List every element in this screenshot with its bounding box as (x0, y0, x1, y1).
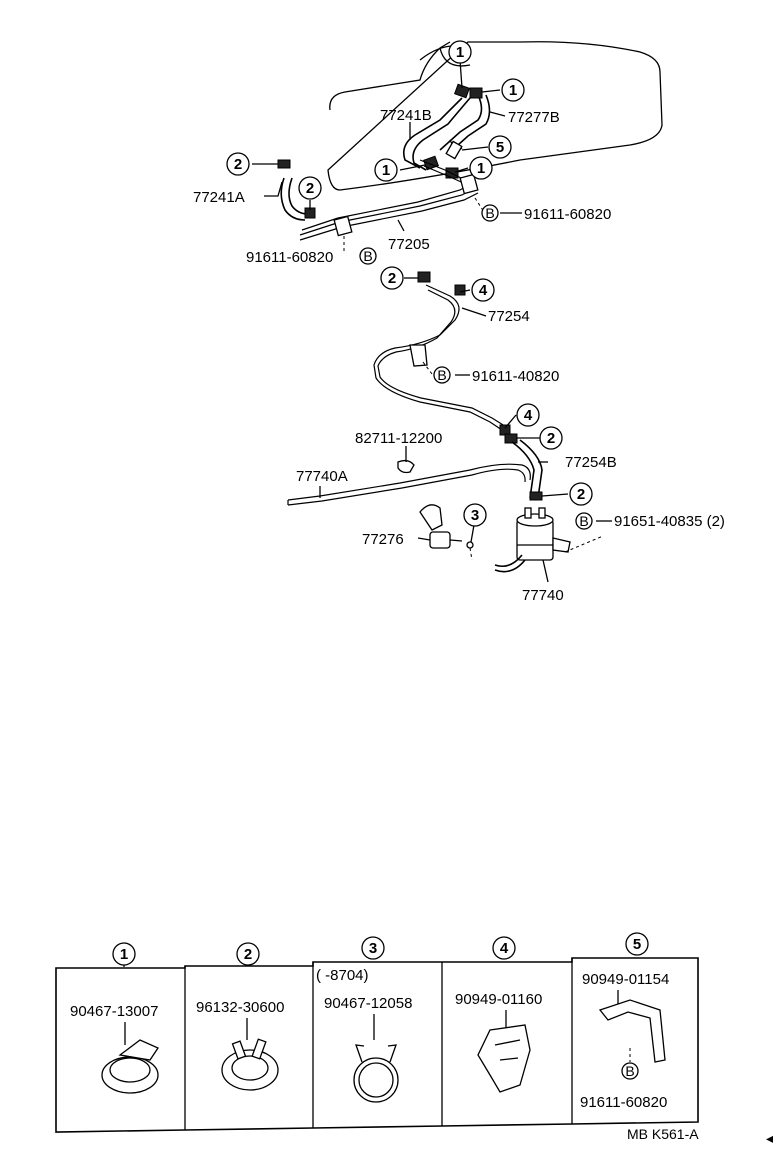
svg-text:B: B (485, 205, 494, 221)
callout-3: 3 (463, 503, 487, 527)
svg-text:2: 2 (388, 270, 396, 287)
bolt-marker-77254: B (433, 366, 451, 384)
svg-text:4: 4 (479, 282, 488, 299)
svg-text:2: 2 (306, 180, 314, 197)
legend-table (55, 957, 699, 1133)
fuel-tank-outline (327, 41, 663, 191)
label-91651-40835: 91651-40835 (2) (614, 513, 725, 530)
callout-2-filter: 2 (569, 482, 593, 506)
callout-2-77254: 2 (380, 266, 404, 290)
label-91611-40820: 91611-40820 (472, 368, 559, 385)
svg-text:1: 1 (456, 44, 464, 61)
svg-text:1: 1 (477, 160, 485, 177)
label-91611-60820-left: 91611-60820 (246, 249, 333, 266)
svg-text:2: 2 (244, 946, 252, 963)
legend-bolt-5: B (625, 1063, 634, 1079)
legend-part-2: 96132-30600 (196, 999, 284, 1016)
fuel-filter-77740 (494, 507, 571, 573)
hose-77254B (511, 439, 543, 501)
svg-text:5: 5 (496, 139, 504, 156)
label-77276: 77276 (362, 531, 404, 548)
label-77254: 77254 (488, 308, 530, 325)
callout-2-77241A: 2 (298, 176, 322, 200)
svg-text:5: 5 (633, 936, 641, 953)
footer-mark: ◂ (766, 1130, 773, 1146)
label-77254B: 77254B (565, 454, 617, 471)
svg-text:4: 4 (500, 940, 509, 957)
label-77241A: 77241A (193, 189, 245, 206)
legend-header-5: 5 (625, 932, 649, 956)
svg-text:1: 1 (120, 946, 128, 963)
svg-text:B: B (363, 248, 372, 264)
svg-text:3: 3 (471, 507, 479, 524)
svg-text:2: 2 (234, 156, 242, 173)
label-77277B: 77277B (508, 109, 560, 126)
svg-text:1: 1 (382, 162, 390, 179)
svg-text:2: 2 (577, 486, 585, 503)
callout-5: 5 (488, 135, 512, 159)
legend-cell-2: 96132-30600 (196, 999, 284, 1091)
label-77241B: 77241B (380, 107, 432, 124)
legend-header-4: 4 (492, 936, 516, 960)
legend-header-1: 1 (112, 942, 136, 967)
diagram-code: MB K561-A (627, 1126, 699, 1142)
svg-text:B: B (579, 513, 588, 529)
svg-text:2: 2 (547, 430, 555, 447)
svg-text:B: B (437, 367, 446, 383)
callout-1-top: 1 (448, 40, 472, 64)
label-91611-60820-right: 91611-60820 (524, 206, 611, 223)
leader-lines (252, 59, 612, 583)
label-82711-12200: 82711-12200 (355, 430, 442, 447)
label-77740A: 77740A (296, 468, 348, 485)
callout-2-77254B: 2 (539, 426, 563, 450)
svg-text:3: 3 (369, 940, 377, 957)
legend-cell-5: 90949-01154 B 91611-60820 (580, 971, 669, 1111)
legend-part-5: 90949-01154 (582, 971, 669, 988)
leader-dashes (343, 197, 604, 561)
legend-part-4: 90949-01160 (455, 991, 542, 1008)
bolt-marker-left: B (359, 247, 377, 265)
callout-4-bottom: 4 (516, 403, 540, 427)
callout-1-left: 1 (374, 158, 398, 182)
tank-top-hoses (402, 83, 491, 179)
legend-part-3: 90467-12058 (324, 995, 412, 1012)
legend-note-3: ( -8704) (316, 967, 369, 984)
bolt-marker-right: B (481, 204, 499, 222)
callout-1-right: 1 (501, 78, 525, 102)
svg-text:1: 1 (509, 82, 517, 99)
label-77740: 77740 (522, 587, 564, 604)
pipe-77205 (299, 159, 479, 241)
legend-header-3: 3 (361, 936, 385, 960)
label-77205: 77205 (388, 236, 430, 253)
pipe-77740A (287, 459, 531, 506)
legend-part-5b: 91611-60820 (580, 1094, 667, 1111)
legend-cell-3: ( -8704) 90467-12058 (316, 967, 412, 1103)
legend-cell-4: 90949-01160 (455, 991, 542, 1093)
callout-2-topleft: 2 (226, 152, 250, 176)
legend-cell-1: 90467-13007 (70, 1003, 159, 1094)
callout-1-mid: 1 (469, 156, 493, 180)
legend-header-2: 2 (236, 942, 260, 966)
bolt-marker-filter: B (575, 512, 593, 530)
svg-text:4: 4 (524, 407, 533, 424)
legend-part-1: 90467-13007 (70, 1003, 158, 1020)
callout-4-top: 4 (471, 278, 495, 302)
pipe-77254 (373, 271, 518, 444)
